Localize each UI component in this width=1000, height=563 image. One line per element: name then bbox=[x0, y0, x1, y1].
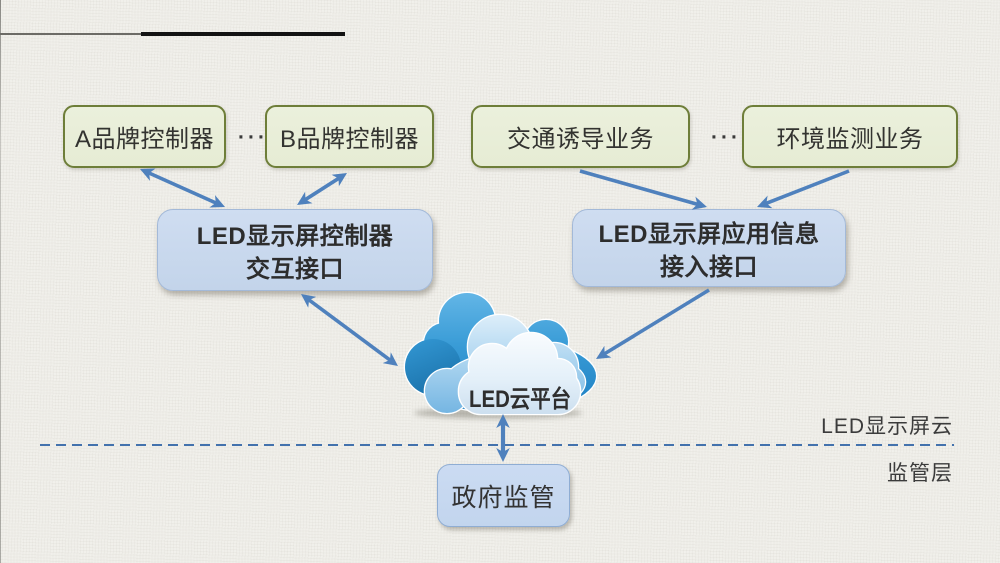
box-controller-interaction-interface: LED显示屏控制器 交互接口 bbox=[157, 209, 433, 291]
box-environment-monitoring-label: 环境监测业务 bbox=[776, 126, 924, 153]
cloud-graphic: LED云平台 bbox=[403, 291, 598, 419]
application-interface-line2: 接入接口 bbox=[660, 254, 758, 281]
arrow-cloud-gov bbox=[496, 414, 510, 462]
zone-label-led-display-cloud: LED显示屏云 bbox=[821, 415, 953, 438]
arrow-env-app bbox=[757, 169, 850, 209]
arrow-app-cloud bbox=[596, 288, 710, 359]
box-traffic-guidance-service: 交通诱导业务 bbox=[471, 105, 690, 168]
box-brand-a-label: A品牌控制器 bbox=[74, 126, 214, 153]
government-supervision-label: 政府监管 bbox=[451, 483, 556, 512]
arrow-controller-cloud bbox=[301, 294, 398, 366]
paper-left-edge bbox=[0, 0, 2, 563]
box-environment-monitoring-service: 环境监测业务 bbox=[742, 105, 958, 168]
box-application-info-access-interface: LED显示屏应用信息 接入接口 bbox=[572, 209, 846, 287]
cloud-left-lobe bbox=[405, 339, 461, 395]
cloud-front-layer bbox=[459, 333, 580, 414]
arrow-brand-b-controller bbox=[297, 173, 347, 205]
box-government-supervision: 政府监管 bbox=[437, 464, 570, 527]
box-traffic-guidance-label: 交通诱导业务 bbox=[507, 126, 654, 153]
controller-interface-line2: 交互接口 bbox=[246, 256, 344, 283]
zone-divider-dashed-line bbox=[40, 444, 954, 447]
box-brand-a-controller: A品牌控制器 bbox=[63, 105, 226, 168]
cloud-front-rim bbox=[457, 331, 582, 416]
box-brand-b-label: B品牌控制器 bbox=[279, 126, 419, 153]
zone-label-supervision-layer: 监管层 bbox=[887, 462, 953, 485]
title-rule-thin bbox=[0, 33, 141, 35]
arrow-brand-a-controller bbox=[140, 168, 225, 208]
cloud-mid-layer bbox=[425, 315, 585, 413]
ellipsis-left: ··· bbox=[238, 126, 268, 149]
arrow-traffic-app bbox=[579, 169, 707, 210]
controller-interface-line1: LED显示屏控制器 bbox=[196, 223, 394, 250]
box-brand-b-controller: B品牌控制器 bbox=[265, 105, 434, 168]
cloud-back-layer bbox=[414, 293, 596, 413]
cloud-back-rim bbox=[403, 291, 598, 415]
ellipsis-right: ··· bbox=[711, 126, 741, 149]
cloud-mid-rim bbox=[423, 313, 587, 415]
cloud-ground-shadow bbox=[414, 407, 582, 419]
title-rule-thick bbox=[141, 32, 345, 36]
cloud-platform-label: LED云平台 bbox=[469, 385, 571, 413]
application-interface-line1: LED显示屏应用信息 bbox=[598, 221, 820, 248]
